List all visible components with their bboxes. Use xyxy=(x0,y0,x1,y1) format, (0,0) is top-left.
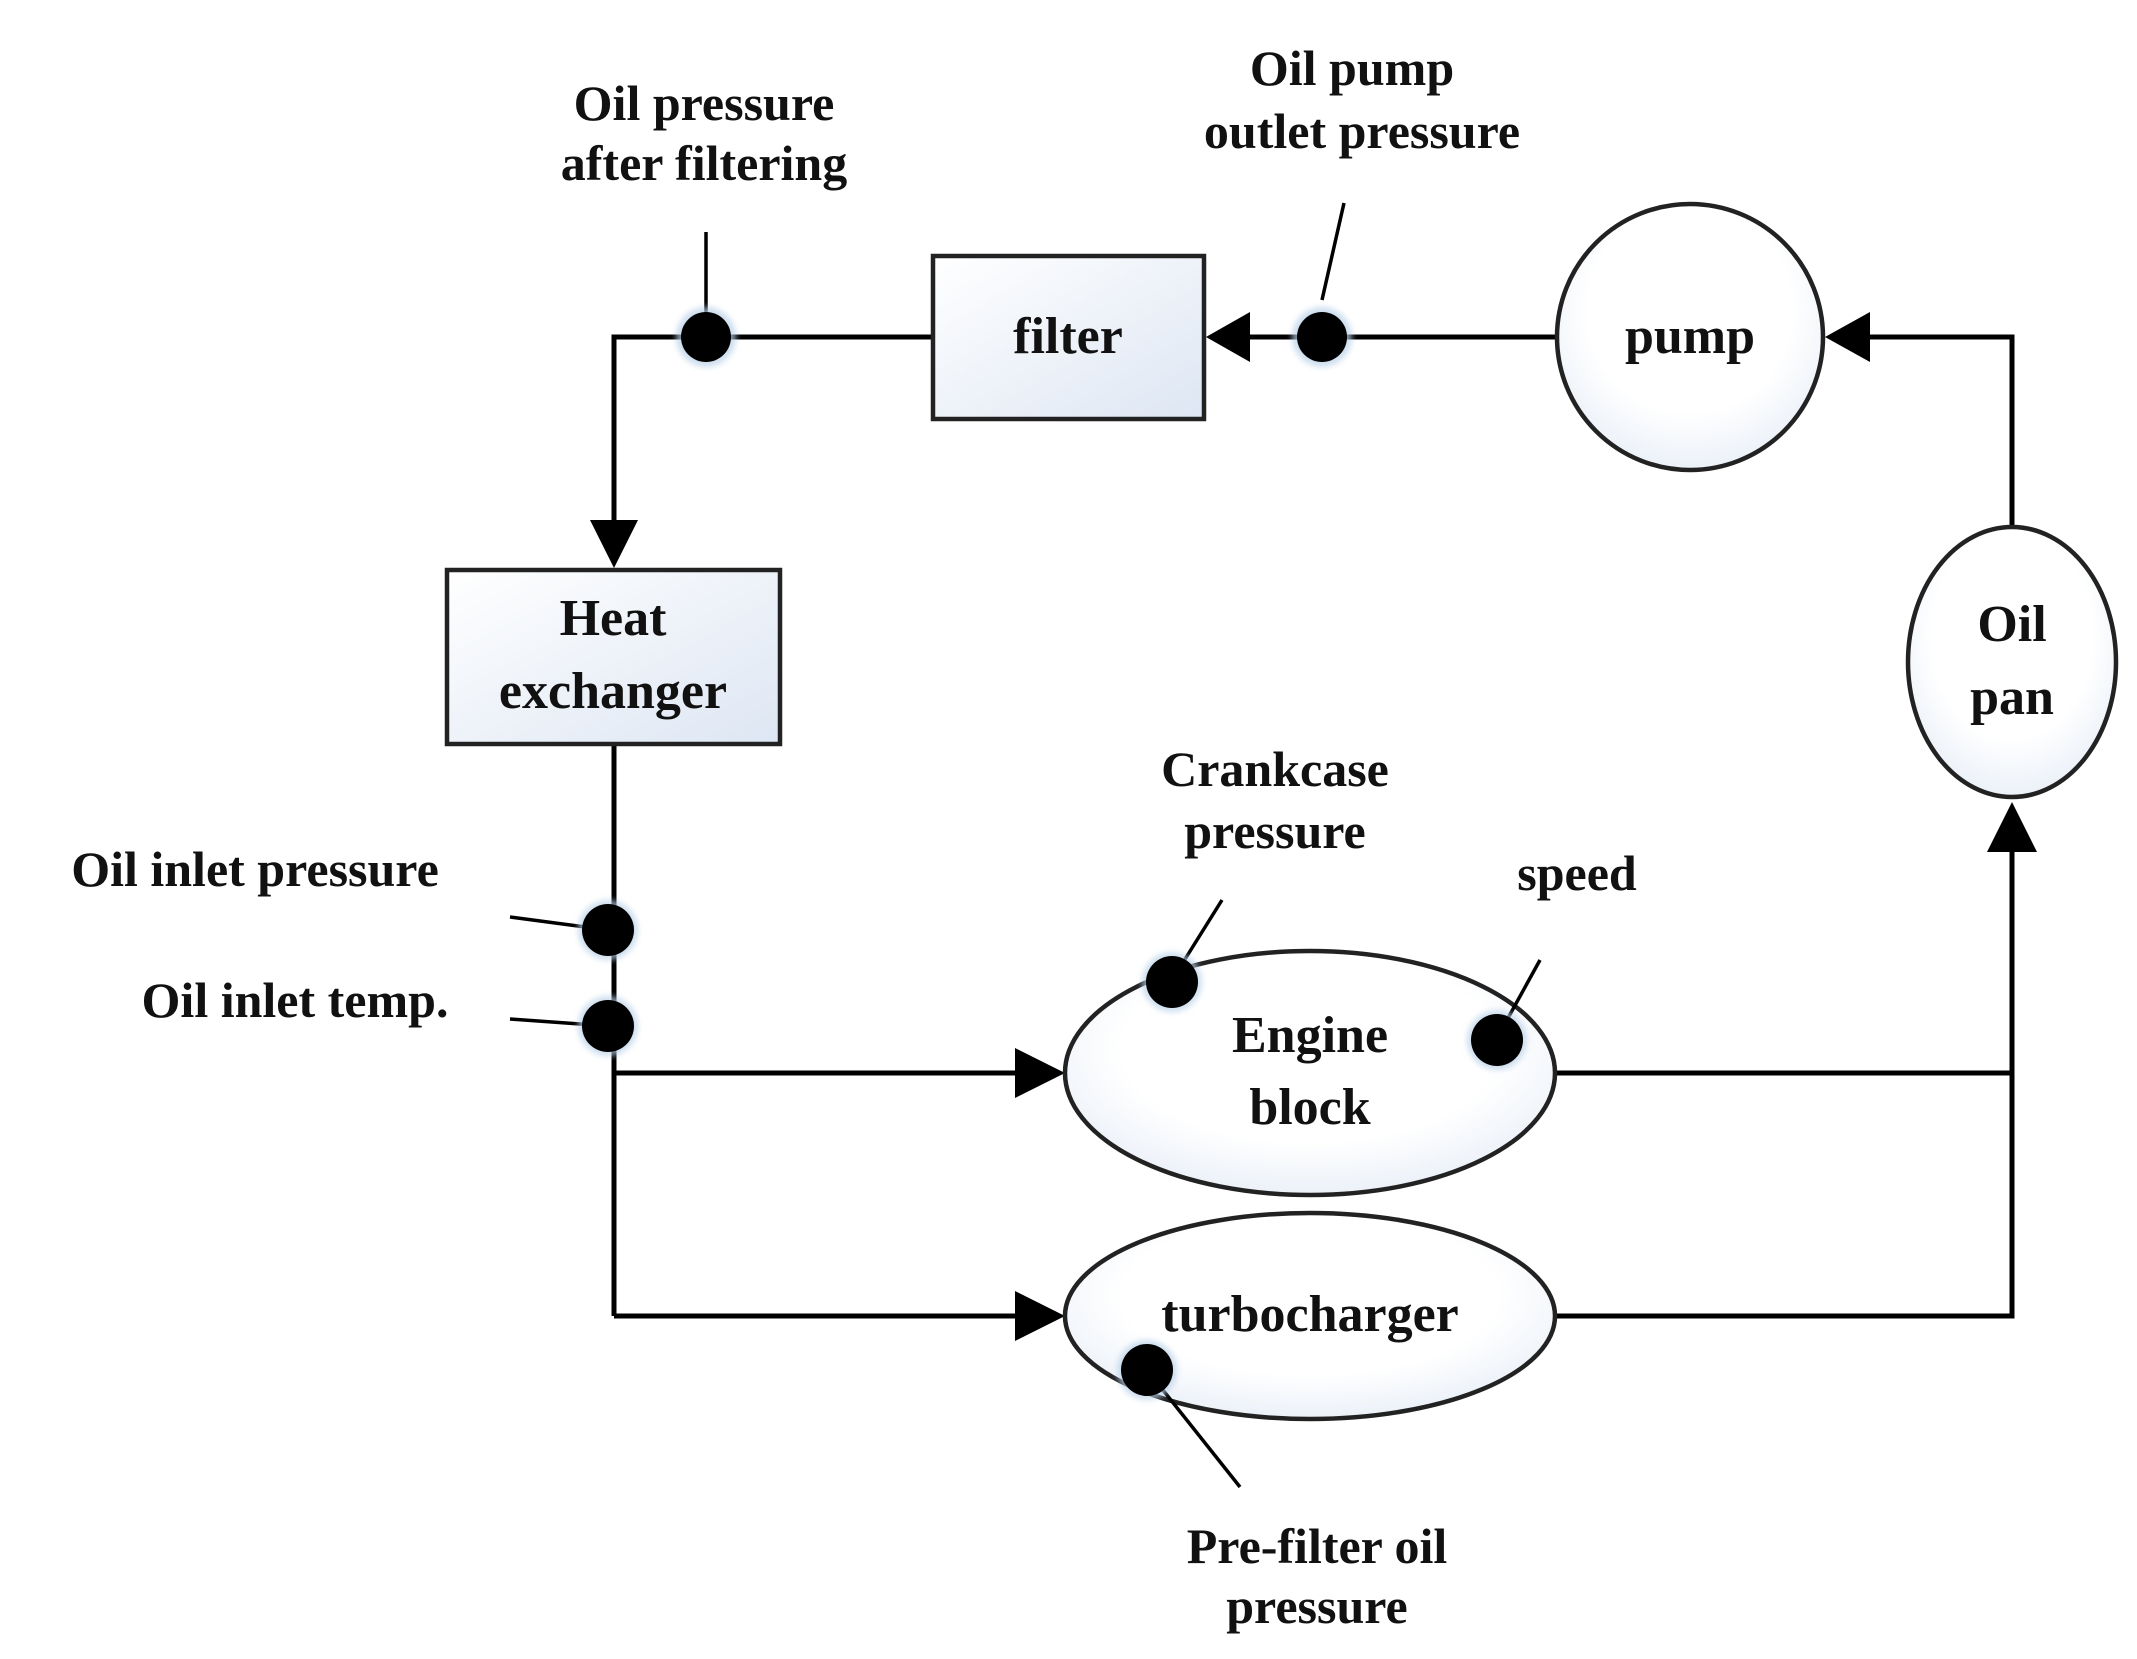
arrow-into-oil-pan xyxy=(1987,802,2037,852)
label-oil-inlet-pressure: Oil inlet pressure xyxy=(71,841,439,897)
engine-block-label-line2: block xyxy=(1249,1079,1370,1136)
sensor-dot-oil-inlet-pressure xyxy=(582,904,634,956)
sensor-dot-oil-pressure-after-filtering xyxy=(681,312,731,362)
label-oil-pump-outlet-pressure-line2: outlet pressure xyxy=(1204,103,1520,159)
oil-pan-node: Oil pan xyxy=(1905,524,2119,800)
sensor-dot-crankcase-pressure xyxy=(1146,956,1198,1008)
turbocharger-label: turbocharger xyxy=(1161,1286,1458,1343)
engine-block-node: Engine block xyxy=(1062,948,1558,1198)
filter-label: filter xyxy=(1013,308,1123,365)
heat-exchanger-node: Heat exchanger xyxy=(444,567,783,747)
turbocharger-node: turbocharger xyxy=(1062,1210,1558,1422)
sensor-labels: Oil pressure after filtering Oil pump ou… xyxy=(71,40,1637,1634)
sensor-dot-speed xyxy=(1471,1014,1523,1066)
label-oil-inlet-temp: Oil inlet temp. xyxy=(142,972,449,1028)
line-filter-to-heat-exchanger xyxy=(611,334,933,528)
sensor-dot-oil-inlet-temp xyxy=(582,1000,634,1052)
sensor-dots xyxy=(578,307,1527,1400)
arrow-into-filter xyxy=(1206,312,1250,362)
heat-exchanger-label-line1: Heat xyxy=(560,590,668,647)
label-crankcase-pressure-line2: pressure xyxy=(1184,803,1366,859)
heat-exchanger-label-line2: exchanger xyxy=(499,663,727,720)
arrow-into-turbocharger xyxy=(1015,1291,1065,1341)
sensor-dot-oil-pump-outlet-pressure xyxy=(1297,312,1347,362)
label-oil-pressure-after-filtering-line2: after filtering xyxy=(561,135,847,191)
oil-pan-label-line1: Oil xyxy=(1977,596,2046,653)
line-oil-pan-to-pump xyxy=(1862,334,2015,525)
pump-label: pump xyxy=(1625,308,1755,365)
sensor-dot-pre-filter-oil-pressure xyxy=(1121,1344,1173,1396)
label-oil-pump-outlet-pressure-line1: Oil pump xyxy=(1250,40,1454,96)
label-speed: speed xyxy=(1517,845,1637,901)
engine-block-label-line1: Engine xyxy=(1232,1007,1388,1064)
pump-node: pump xyxy=(1554,201,1826,473)
label-crankcase-pressure-line1: Crankcase xyxy=(1161,741,1389,797)
label-pre-filter-oil-pressure-line2: pressure xyxy=(1226,1578,1408,1634)
arrow-into-heat-exchanger xyxy=(590,520,638,568)
filter-node: filter xyxy=(930,253,1207,422)
label-pre-filter-oil-pressure-line1: Pre-filter oil xyxy=(1187,1518,1448,1574)
leader-oil-pump-outlet-pressure xyxy=(1320,202,1346,301)
oil-pan-label-line2: pan xyxy=(1970,669,2054,726)
arrow-into-pump xyxy=(1825,312,1870,362)
arrow-into-engine-block xyxy=(1015,1048,1065,1098)
line-turbo-to-oil-pan xyxy=(1555,846,2015,1319)
label-oil-pressure-after-filtering-line1: Oil pressure xyxy=(574,75,835,131)
